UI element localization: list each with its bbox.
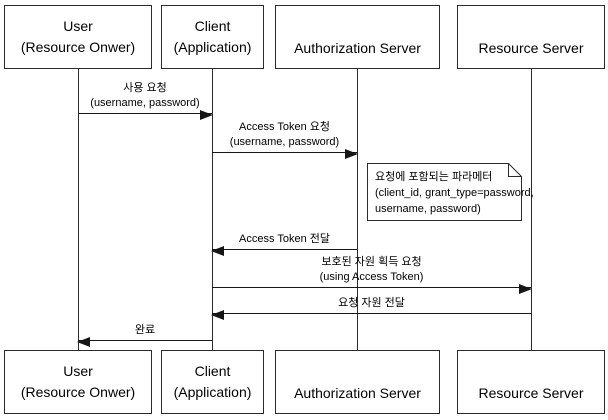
participant-subname: (Application) [173,39,252,55]
message-sublabel: (username, password) [229,136,340,148]
message-sublabel: (using Access Token) [319,271,424,283]
message-use-request: 사용 요청 (username, password) [78,82,213,120]
message-label: Access Token 전달 [239,233,330,245]
message-label: 요청 자원 전달 [338,297,405,309]
lifeline-user [78,69,79,350]
lifeline-client [212,69,213,350]
participant-box-resource-server-top: Resource Server [457,5,605,69]
message-access-token-delivery: Access Token 전달 [211,233,357,256]
participant-name: Resource Server [478,385,584,401]
participant-name: User [63,363,93,379]
message-label: 보호된 자원 획득 요청 [321,256,422,268]
note-dogear-icon [367,163,522,221]
participant-subname: (Resource Onwer) [20,39,136,55]
participant-box-client-top: Client (Application) [161,5,264,69]
participant-box-auth-server-top: Authorization Server [275,5,440,69]
arrow-right-icon [200,110,213,120]
participant-name: Authorization Server [294,40,421,56]
participant-name: Resource Server [478,40,584,56]
message-label: Access Token 요청 [239,121,330,133]
participant-box-user-bottom: User (Resource Onwer) [4,350,152,414]
note-line: (client_id, grant_type=password, [375,187,534,199]
lifeline-auth-server [357,69,358,350]
message-access-token-request: Access Token 요청 (username, password) [212,121,358,159]
participant-box-user-top: User (Resource Onwer) [4,5,152,69]
note-request-parameters: 요청에 포함되는 파라메터 (client_id, grant_type=pas… [367,163,534,221]
message-sublabel: (username, password) [90,97,200,109]
participant-box-resource-server-bottom: Resource Server [457,350,605,414]
participant-name: Client [194,363,231,379]
note-line: 요청에 포함되는 파라메터 [375,171,493,183]
arrow-right-icon [345,149,358,159]
arrow-left-icon [211,246,224,256]
participant-name: User [63,18,93,34]
message-protected-resource-request: 보호된 자원 획득 요청 (using Access Token) [212,256,532,294]
participant-box-auth-server-bottom: Authorization Server [275,350,440,414]
participant-name: Authorization Server [294,385,421,401]
lifeline-resource-server [531,69,532,350]
arrow-left-icon [211,310,224,320]
participant-subname: (Resource Onwer) [20,384,136,400]
message-complete: 완료 [77,324,212,347]
arrow-left-icon [77,337,90,347]
participant-box-client-bottom: Client (Application) [161,350,264,414]
participant-name: Client [194,18,231,34]
participant-subname: (Application) [173,384,252,400]
message-requested-resource-delivery: 요청 자원 전달 [211,297,531,320]
message-label: 완료 [134,324,156,336]
message-label: 사용 요청 [123,82,167,94]
arrow-right-icon [519,284,532,294]
note-line: username, password) [375,203,481,215]
